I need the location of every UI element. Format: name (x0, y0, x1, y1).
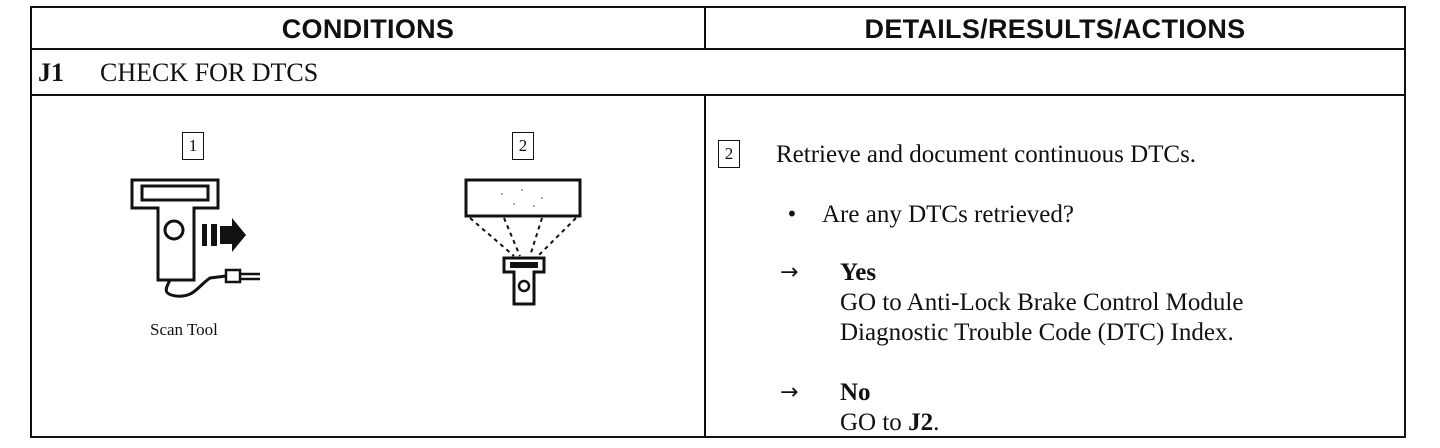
scan-tool-display-icon (464, 178, 582, 306)
no-label: No (840, 379, 871, 406)
scan-tool-icon (130, 178, 260, 298)
no-action-target-link[interactable]: J2 (908, 409, 934, 436)
details-step-number: 2 (718, 140, 740, 168)
details-header: DETAILS/RESULTS/ACTIONS (864, 14, 1246, 44)
step-title-row: J1 CHECK FOR DTCS (32, 50, 1404, 96)
scan-tool-caption: Scan Tool (150, 320, 218, 339)
yes-action-line2: Diagnostic Trouble Code (DTC) Index. (840, 319, 1234, 346)
yes-action-line1: GO to Anti-Lock Brake Control Module (840, 289, 1244, 316)
no-action-suffix: . (933, 409, 940, 436)
no-arrow: → (780, 380, 799, 405)
no-action: GO to J2. (840, 408, 939, 438)
step-id: J1 (38, 58, 64, 87)
conditions-header: CONDITIONS (32, 8, 706, 48)
column-divider (704, 96, 706, 436)
condition-number-1: 1 (182, 132, 204, 160)
step-title: CHECK FOR DTCS (100, 58, 319, 87)
table-header: CONDITIONS DETAILS/RESULTS/ACTIONS (32, 8, 1404, 50)
yes-label: Yes (840, 259, 877, 286)
diagnostic-table: CONDITIONS DETAILS/RESULTS/ACTIONS J1 CH… (30, 6, 1406, 438)
question-text: Are any DTCs retrieved? (822, 201, 1074, 228)
condition-number-2: 2 (512, 132, 534, 160)
yes-arrow: → (780, 260, 799, 285)
bullet-point: • (786, 202, 798, 226)
no-action-prefix: GO to (840, 409, 909, 436)
instruction-text: Retrieve and document continuous DTCs. (776, 141, 1197, 168)
